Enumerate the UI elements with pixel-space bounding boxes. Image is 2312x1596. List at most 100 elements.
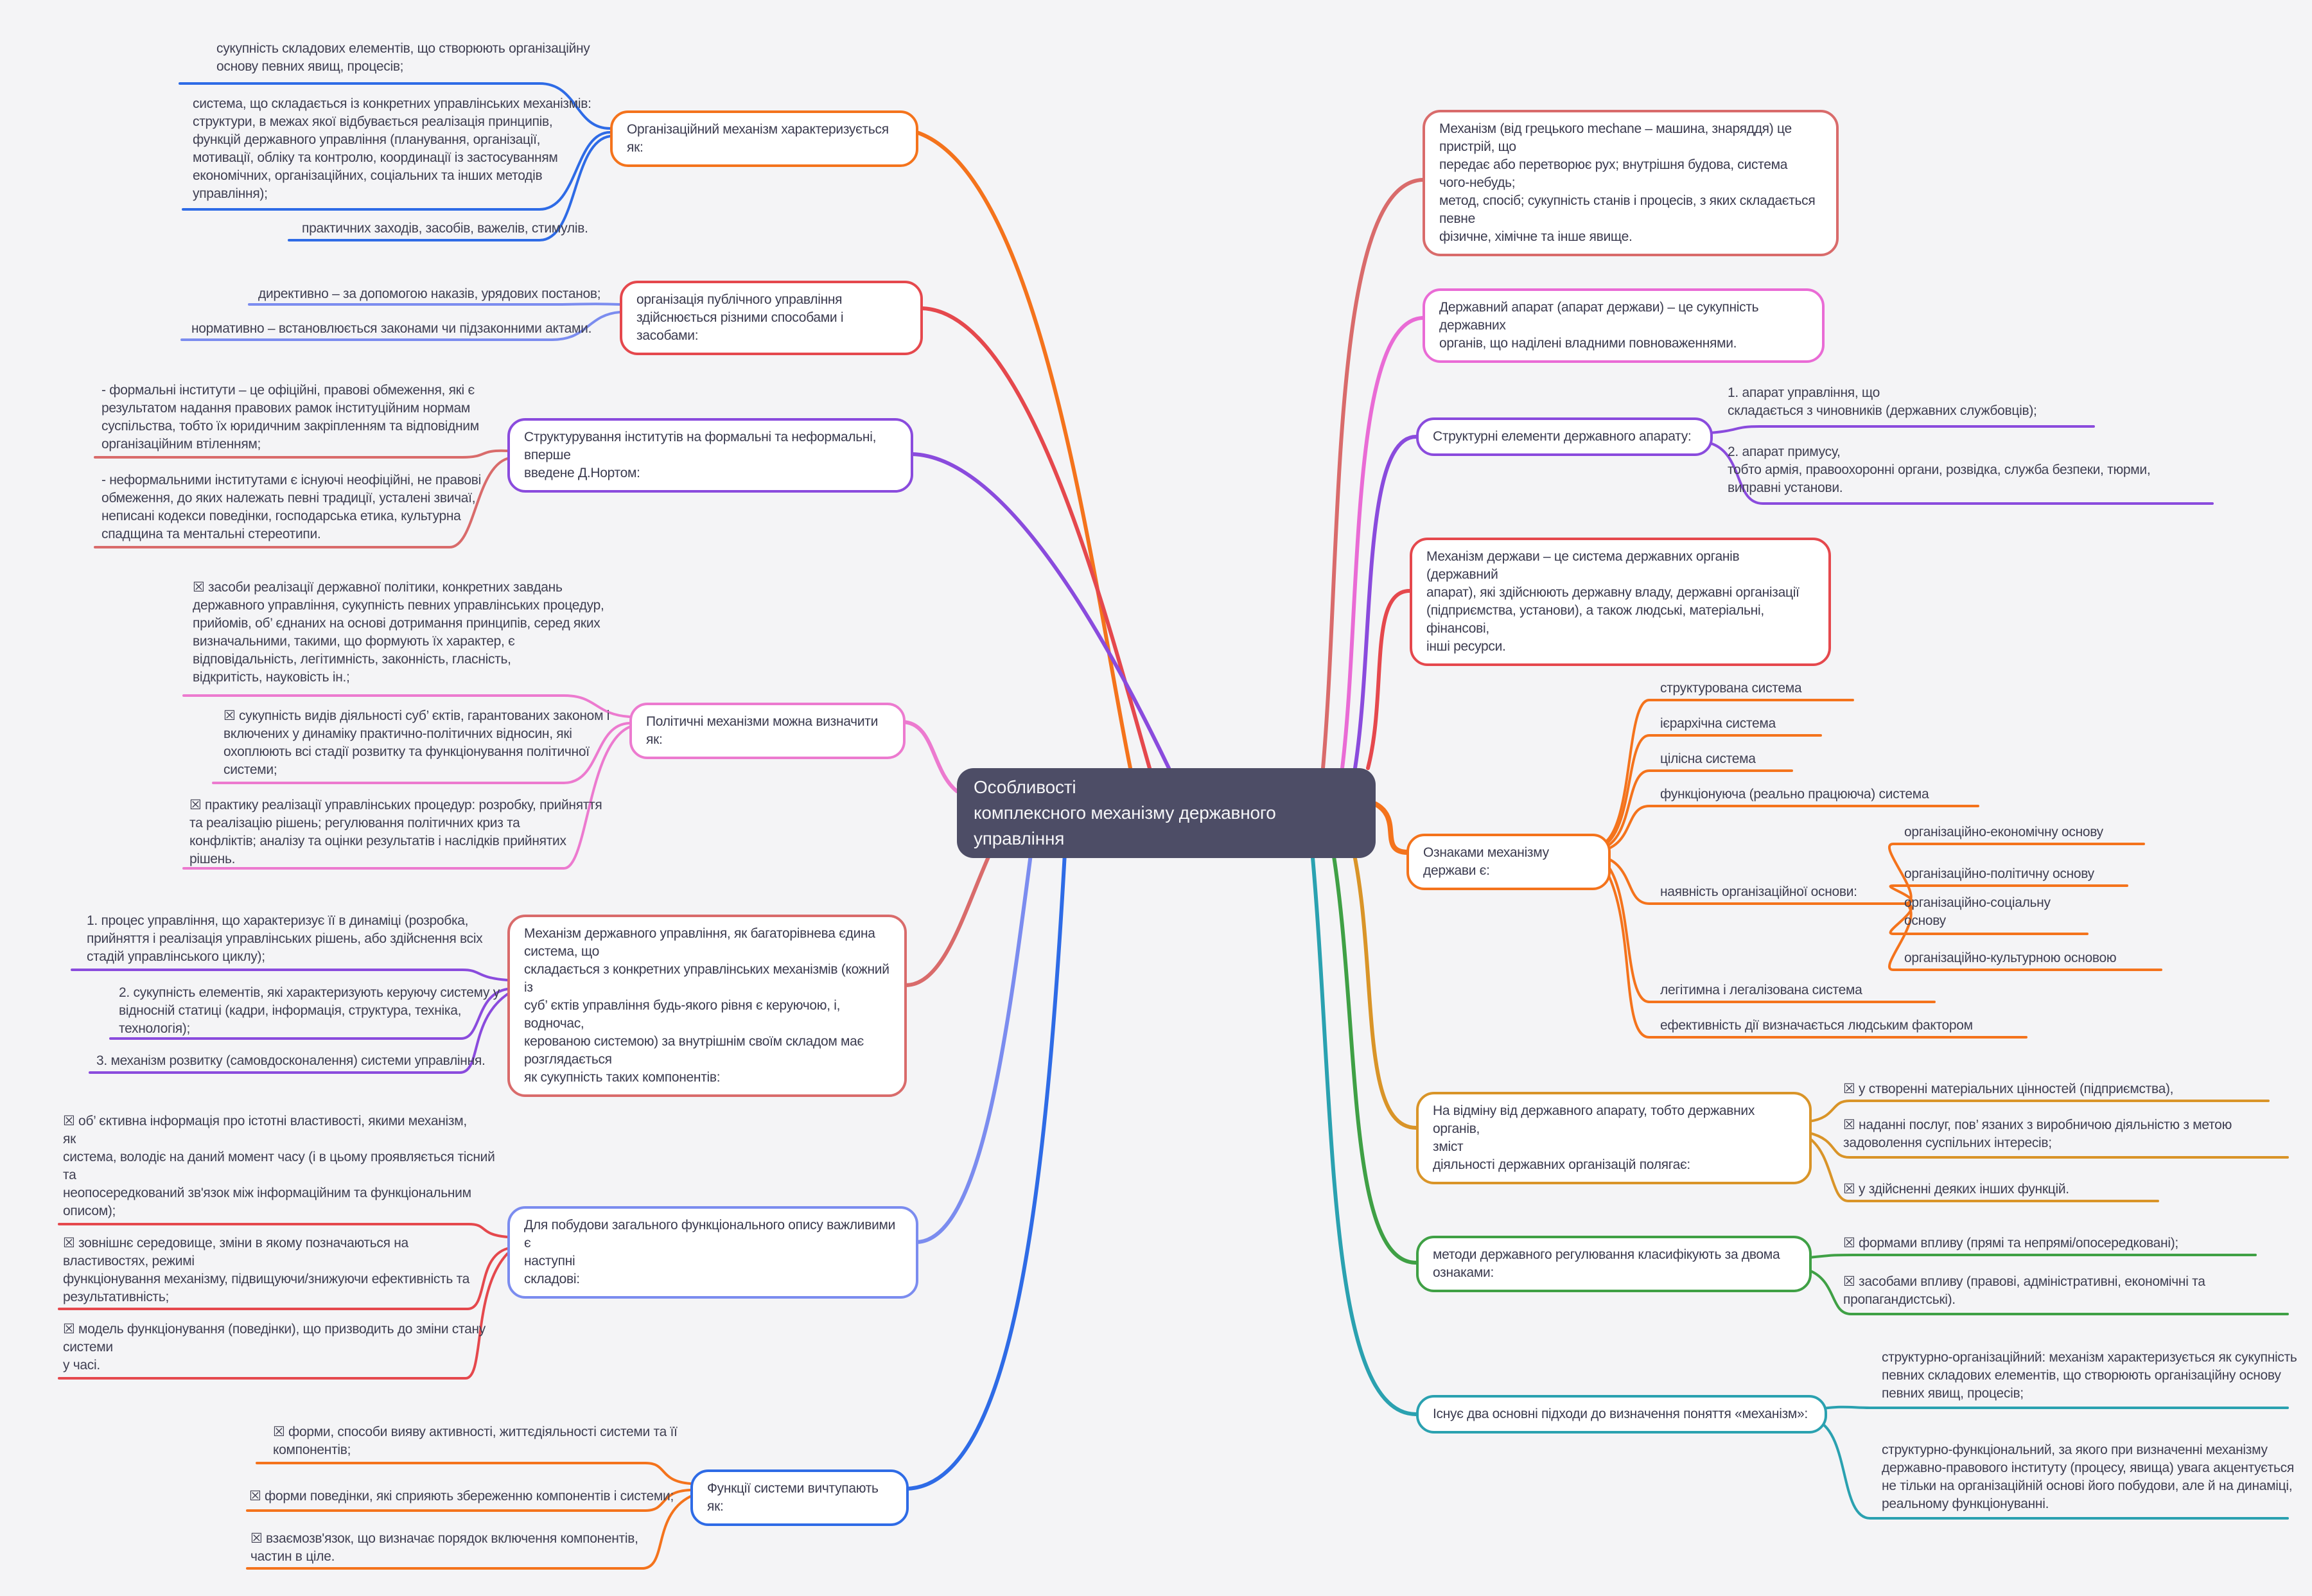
edge-root-b1 <box>905 128 1132 770</box>
topic-mechanism-features[interactable]: Ознаками механізму держави є: <box>1406 834 1611 890</box>
edge-root-b2 <box>918 306 1152 770</box>
topic-public-administration[interactable]: організація публічного управління здійсн… <box>620 281 923 355</box>
leaf-system-functions-0[interactable]: ☒ форми, способи вияву активності, життє… <box>273 1425 678 1457</box>
topic-two-approaches[interactable]: Існує два основні підходи до визначення … <box>1416 1395 1827 1434</box>
leaf-political-1[interactable]: ☒ сукупність видів діяльності суб’ єктів… <box>223 708 610 777</box>
edge-r5-s2 <box>1889 902 2089 935</box>
edge-b6-c0 <box>58 1223 509 1238</box>
leaf-features-2[interactable]: цілісна система <box>1660 751 1756 766</box>
edge-r6-c1 <box>1808 1132 2289 1159</box>
edge-r8-c1 <box>1816 1419 2289 1520</box>
topic-system-functions[interactable]: Функції системи вичтупають як: <box>690 1469 909 1526</box>
leaf-system-functions-1[interactable]: ☒ форми поведінки, які сприяють збережен… <box>249 1489 674 1504</box>
edge-b7-c1 <box>246 1489 692 1512</box>
leaf-features-0[interactable]: структурована система <box>1660 681 1802 696</box>
edge-root-b6 <box>914 828 1036 1244</box>
leaf-functional-1[interactable]: ☒ зовнішнє середовище, зміни в якому поз… <box>63 1236 470 1304</box>
topic-state-mechanism[interactable]: Механізм держави – це система державних … <box>1410 538 1831 666</box>
topic-regulation-methods[interactable]: методи державного регулювання класифікую… <box>1416 1236 1812 1292</box>
topic-org-mechanism[interactable]: Організаційний механізм характеризується… <box>610 110 918 167</box>
edge-r8-c0 <box>1816 1405 2289 1410</box>
leaf-approaches-0[interactable]: структурно-організаційний: механізм хара… <box>1882 1350 2297 1401</box>
edge-r7-c1 <box>1808 1269 2289 1315</box>
edge-root-r2 <box>1340 316 1424 770</box>
edge-r5-c1 <box>1599 734 1822 848</box>
leaf-organizations-1[interactable]: ☒ наданні послуг, пов’ язаних з виробнич… <box>1843 1118 2232 1150</box>
topic-apparatus-elements[interactable]: Структурні елементи державного апарату: <box>1416 417 1713 456</box>
edge-root-r8 <box>1308 828 1418 1416</box>
leaf-features-sub-1[interactable]: організаційно-політичну основу <box>1904 866 2094 881</box>
edge-b5-c0 <box>71 969 509 981</box>
edge-r7-c0 <box>1808 1254 2257 1259</box>
topic-institutions-structuring[interactable]: Структурування інститутів на формальні т… <box>507 418 913 493</box>
leaf-political-0[interactable]: ☒ засоби реалізації державної політики, … <box>193 580 604 685</box>
edge-root-r1 <box>1321 178 1424 770</box>
edge-root-r7 <box>1327 828 1418 1265</box>
edge-r5-c6 <box>1599 860 2027 1039</box>
leaf-institutions-1[interactable]: - неформальними інститутами є існуючі не… <box>101 473 481 541</box>
leaf-multilevel-2[interactable]: 3. механізм розвитку (самовдосконалення)… <box>96 1053 486 1068</box>
topic-organizations-activity[interactable]: На відміну від державного апарату, тобто… <box>1416 1092 1812 1184</box>
edge-r5-c5 <box>1599 857 1936 1003</box>
leaf-features-sub-0[interactable]: організаційно-економічну основу <box>1904 825 2103 839</box>
edge-b4-c1 <box>212 722 631 784</box>
edge-r5-c3 <box>1599 805 1979 852</box>
leaf-institutions-0[interactable]: - формальні інститути – це офіційні, пра… <box>101 383 479 452</box>
edge-r6-c2 <box>1808 1137 2159 1202</box>
edge-r5-s3 <box>1887 902 2162 971</box>
edge-root-b3 <box>910 452 1171 770</box>
leaf-features-5[interactable]: легітимна і легалізована система <box>1660 983 1862 997</box>
topic-functional-description[interactable]: Для побудови загального функціонального … <box>507 1206 918 1299</box>
leaf-approaches-1[interactable]: структурно-функціональний, за якого при … <box>1882 1443 2294 1511</box>
leaf-org-mechanism-1[interactable]: система, що складається із конкретних уп… <box>193 96 591 201</box>
leaf-regulation-0[interactable]: ☒ формами впливу (прямі та непрямі/опосе… <box>1843 1236 2178 1250</box>
leaf-political-2[interactable]: ☒ практику реалізації управлінських проц… <box>189 798 602 866</box>
edge-r5-c4 <box>1599 855 1907 905</box>
topic-state-apparatus[interactable]: Державний апарат (апарат держави) – це с… <box>1423 288 1825 363</box>
edge-b1-c2 <box>288 135 611 241</box>
edge-b3-c0 <box>94 449 509 459</box>
topic-political-mechanisms[interactable]: Політичні механізми можна визначити як: <box>629 703 906 759</box>
root-topic[interactable]: Особливості комплексного механізму держа… <box>957 768 1376 858</box>
leaf-features-sub-2[interactable]: організаційно-соціальну основу <box>1904 895 2051 928</box>
edge-b5-c2 <box>89 993 509 1074</box>
leaf-features-3[interactable]: функціонуюча (реально працююча) система <box>1660 787 1929 802</box>
leaf-features-1[interactable]: ієрархічна система <box>1660 716 1776 731</box>
leaf-apparatus-1[interactable]: 2. апарат примусу, тобто армія, правоохо… <box>1728 444 2151 495</box>
edge-b6-c2 <box>58 1252 509 1380</box>
leaf-multilevel-1[interactable]: 2. сукупність елементів, які характеризу… <box>119 985 500 1036</box>
edge-b6-c1 <box>58 1247 509 1310</box>
edge-b4-c2 <box>182 726 631 870</box>
leaf-features-4[interactable]: наявність організаційної основи: <box>1660 884 1857 899</box>
edge-root-r4 <box>1366 589 1412 770</box>
leaf-public-administration-1[interactable]: нормативно – встановлюється законами чи … <box>191 321 592 336</box>
leaf-functional-2[interactable]: ☒ модель функціонування (поведінки), що … <box>63 1322 486 1372</box>
leaf-multilevel-0[interactable]: 1. процес управління, що характеризує її… <box>87 913 483 964</box>
leaf-organizations-2[interactable]: ☒ у здійсненні деяких інших функцій. <box>1843 1182 2069 1197</box>
leaf-features-6[interactable]: ефективність дії визначається людським ф… <box>1660 1018 1973 1033</box>
topic-multilevel-system[interactable]: Механізм державного управління, як багат… <box>507 915 907 1097</box>
edge-b1-c0 <box>179 82 611 130</box>
leaf-features-sub-3[interactable]: організаційно-культурною основою <box>1904 951 2117 965</box>
edge-root-r6 <box>1347 828 1418 1130</box>
leaf-public-administration-0[interactable]: директивно – за допомогою наказів, урядо… <box>258 286 601 301</box>
leaf-org-mechanism-0[interactable]: сукупність складових елементів, що створ… <box>216 41 590 74</box>
leaf-system-functions-2[interactable]: ☒ взаємозв'язок, що визначає порядок вкл… <box>250 1531 638 1564</box>
edge-root-r3 <box>1353 435 1418 770</box>
edge-r5-c0 <box>1599 699 1854 846</box>
leaf-functional-0[interactable]: ☒ об’ єктивна інформація про істотні вла… <box>63 1114 495 1218</box>
leaf-apparatus-0[interactable]: 1. апарат управління, що складається з ч… <box>1728 385 2037 418</box>
leaf-organizations-0[interactable]: ☒ у створенні матеріальних цінностей (пі… <box>1843 1082 2174 1096</box>
edge-r6-c0 <box>1808 1100 2270 1123</box>
leaf-regulation-1[interactable]: ☒ засобами впливу (правові, адміністрати… <box>1843 1274 2205 1307</box>
leaf-org-mechanism-2[interactable]: практичних заходів, засобів, важелів, ст… <box>302 221 588 236</box>
edge-b5-c1 <box>109 988 509 1040</box>
edge-b7-c0 <box>256 1462 692 1485</box>
edge-b4-c0 <box>182 694 631 718</box>
edge-r3-c1 <box>1709 442 2214 505</box>
topic-mechanism-definition[interactable]: Механізм (від грецького mechane – машина… <box>1423 110 1839 256</box>
edge-b3-c1 <box>94 457 509 548</box>
edge-root-b7 <box>903 828 1068 1491</box>
